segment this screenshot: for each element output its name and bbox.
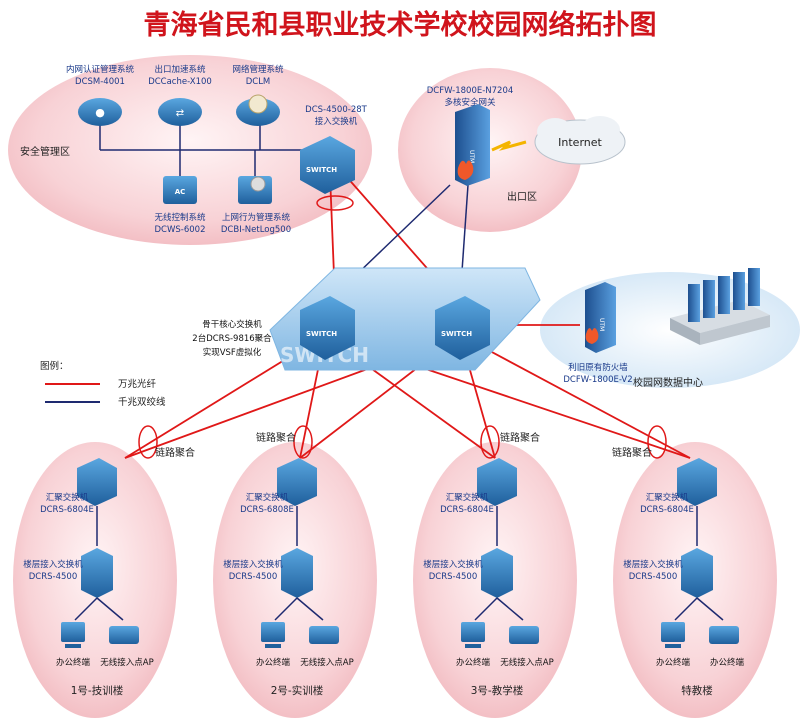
auth-system-device: ●	[78, 98, 122, 126]
behavior-management-name: 上网行为管理系统	[222, 212, 291, 223]
aggregation-switch-model: DCRS-6804E	[440, 505, 494, 515]
gateway-device: UTM	[455, 104, 490, 186]
behavior-management-model: DCBI-NetLog500	[221, 225, 291, 235]
datacenter-firewall-model: DCFW-1800E-V2	[563, 375, 632, 385]
exit-zone-label: 出口区	[507, 190, 537, 203]
aggregation-switch-4	[677, 458, 717, 506]
floor-access-switch-model: DCRS-4500	[429, 572, 477, 582]
floor-access-switch-model: DCRS-4500	[29, 572, 77, 582]
aggregation-switch-2	[277, 458, 317, 506]
floor-access-switch-4	[681, 548, 713, 598]
auth-system-name: 内网认证管理系统	[66, 64, 135, 75]
aggregation-switch-label: 汇聚交换机	[446, 492, 489, 503]
buildings-group: 汇聚交换机DCRS-6804E楼层接入交换机DCRS-4500办公终端无线接入点…	[23, 458, 744, 697]
terminal-label-2: 无线接入点AP	[300, 657, 353, 668]
building-name: 2号-实训楼	[271, 684, 324, 697]
aggregation-label-3: 链路聚合	[500, 431, 540, 444]
core-switch-2: SWITCH	[435, 296, 490, 360]
floor-access-switch-label: 楼层接入交换机	[223, 559, 283, 570]
core-switch-1: SWITCH	[300, 296, 355, 360]
office-terminal-icon	[709, 626, 739, 644]
accelerator-name: 出口加速系统	[154, 64, 206, 75]
wireless-controller-device: AC	[163, 176, 197, 204]
aggregation-label-1: 链路聚合	[155, 446, 195, 459]
building-name: 3号-教学楼	[471, 684, 524, 697]
aggregation-switch-model: DCRS-6804E	[40, 505, 94, 515]
svg-text:SWITCH: SWITCH	[306, 166, 337, 174]
legend-fiber-label: 万兆光纤	[118, 378, 157, 390]
security-zone-label: 安全管理区	[20, 145, 70, 158]
terminal-label-2: 无线接入点AP	[100, 657, 153, 668]
terminal-label-2: 办公终端	[710, 657, 745, 668]
aggregation-switch-1	[77, 458, 117, 506]
building-name: 1号-技训楼	[71, 684, 124, 697]
internet-cloud	[534, 116, 626, 165]
floor-access-switch-1	[81, 548, 113, 598]
wireless-ap-icon	[309, 626, 339, 644]
office-terminal-icon	[661, 622, 685, 648]
wireless-ap-icon	[509, 626, 539, 644]
building-name: 特教楼	[681, 684, 713, 697]
core-label-2: 2台DCRS-9816聚合	[192, 333, 272, 344]
floor-access-switch-label: 楼层接入交换机	[423, 559, 483, 570]
floor-access-switch-3	[481, 548, 513, 598]
lightning-link	[491, 140, 527, 152]
svg-text:⇄: ⇄	[176, 108, 184, 119]
datacenter-firewall-device: UTM	[585, 282, 616, 353]
aggregation-switch-label: 汇聚交换机	[46, 492, 89, 503]
internet-label: Internet	[558, 136, 602, 149]
access-switch-device: SWITCH	[300, 136, 355, 194]
aggregation-switch-3	[477, 458, 517, 506]
svg-text:●: ●	[95, 106, 105, 119]
svg-text:UTM: UTM	[468, 150, 475, 163]
wireless-ap-icon	[109, 626, 139, 644]
datacenter-firewall-name: 利旧原有防火墙	[568, 362, 628, 373]
accelerator-model: DCCache-X100	[148, 77, 212, 87]
aggregation-switch-model: DCRS-6804E	[640, 505, 694, 515]
office-terminal-icon	[261, 622, 285, 648]
svg-text:UTM: UTM	[598, 318, 605, 331]
terminal-label-1: 办公终端	[56, 657, 91, 668]
access-switch-role: 接入交换机	[315, 116, 358, 127]
aggregation-switch-model: DCRS-6808E	[240, 505, 294, 515]
network-management-device	[236, 94, 280, 126]
floor-access-switch-label: 楼层接入交换机	[623, 559, 683, 570]
wireless-controller-name: 无线控制系统	[154, 212, 206, 223]
datacenter-label: 校园网数据中心	[633, 376, 703, 389]
access-switch-name: DCS-4500-28T	[305, 105, 367, 115]
svg-text:AC: AC	[175, 188, 186, 196]
svg-text:SWITCH: SWITCH	[306, 330, 337, 338]
datacenter-servers	[670, 268, 770, 345]
aggregation-label-4: 链路聚合	[612, 446, 652, 459]
network-management-model: DCLM	[246, 77, 271, 87]
gateway-model: DCFW-1800E-N7204	[427, 86, 514, 96]
terminal-label-1: 办公终端	[656, 657, 691, 668]
aggregation-switch-label: 汇聚交换机	[646, 492, 689, 503]
page-title: 青海省民和县职业技术学校校园网络拓扑图	[144, 9, 657, 41]
aggregation-label-2: 链路聚合	[256, 431, 296, 444]
core-label-3: 实现VSF虚拟化	[203, 347, 262, 358]
svg-text:SWITCH: SWITCH	[441, 330, 472, 338]
office-terminal-icon	[461, 622, 485, 648]
terminal-label-1: 办公终端	[256, 657, 291, 668]
terminal-label-2: 无线接入点AP	[500, 657, 553, 668]
core-label-1: 骨干核心交换机	[202, 319, 262, 330]
terminal-label-1: 办公终端	[456, 657, 491, 668]
floor-access-switch-model: DCRS-4500	[629, 572, 677, 582]
accelerator-device: ⇄	[158, 98, 202, 126]
security-zone-links	[99, 125, 315, 180]
gateway-name: 多核安全网关	[444, 97, 496, 108]
legend-title: 图例：	[40, 360, 69, 372]
wireless-controller-model: DCWS-6002	[155, 225, 206, 235]
auth-system-model: DCSM-4001	[75, 77, 125, 87]
floor-access-switch-label: 楼层接入交换机	[23, 559, 83, 570]
office-terminal-icon	[61, 622, 85, 648]
floor-access-switch-model: DCRS-4500	[229, 572, 277, 582]
network-management-name: 网络管理系统	[232, 64, 284, 75]
aggregation-switch-label: 汇聚交换机	[246, 492, 289, 503]
floor-access-switch-2	[281, 548, 313, 598]
legend-copper-label: 千兆双绞线	[118, 396, 166, 408]
behavior-management-device	[238, 176, 272, 204]
